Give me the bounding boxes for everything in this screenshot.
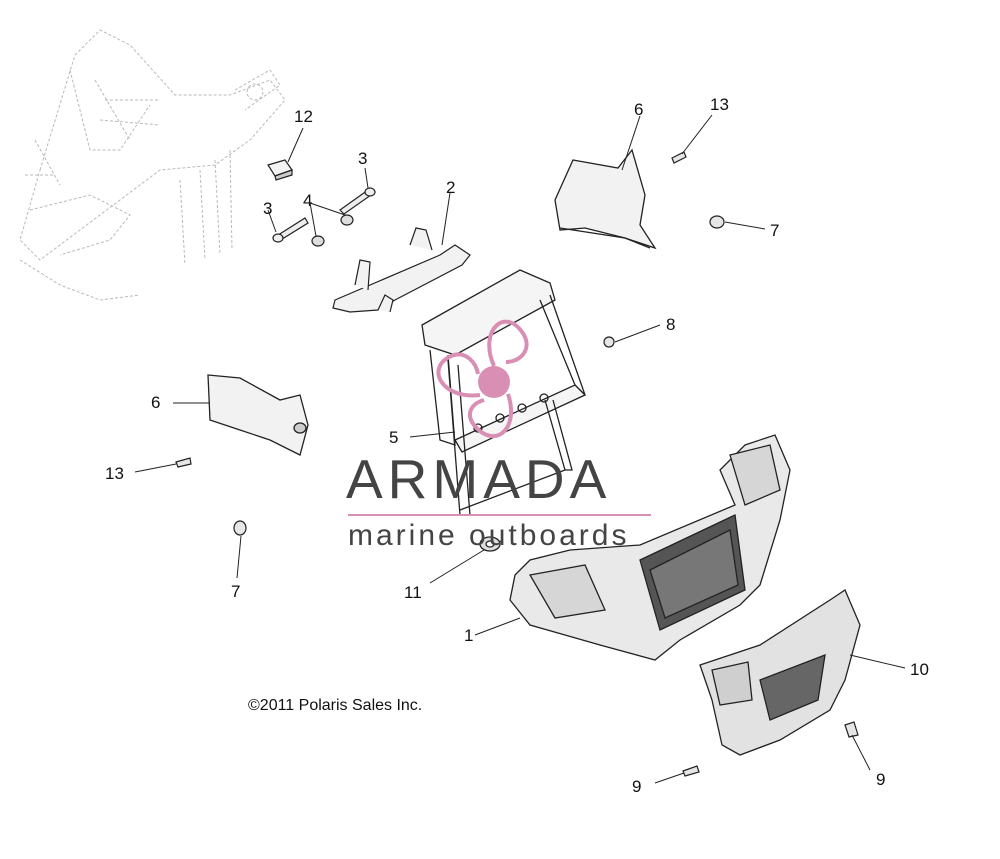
callout-4: 4 <box>303 191 313 210</box>
armada-logo-icon <box>436 319 529 439</box>
callout-7-left: 7 <box>231 582 241 601</box>
watermark-subtitle: marine outboards <box>348 519 630 552</box>
part-3-bolts <box>272 187 376 243</box>
part-2-bracket <box>332 227 471 313</box>
callout-9-left: 9 <box>632 777 642 796</box>
part-4-nuts <box>311 214 354 247</box>
callout-3a: 3 <box>263 199 273 218</box>
part-10-bumper <box>699 589 861 756</box>
callout-13-left: 13 <box>105 464 124 483</box>
part-8-fastener <box>603 336 615 348</box>
copyright-notice: ©2011 Polaris Sales Inc. <box>248 697 423 714</box>
part-13-screws <box>175 151 687 468</box>
callout-9-right: 9 <box>876 770 886 789</box>
part-7-fasteners <box>233 215 725 536</box>
callout-11: 11 <box>404 583 422 602</box>
part-6-panel-lower <box>207 374 309 456</box>
callout-3b: 3 <box>358 149 368 168</box>
callout-6-left: 6 <box>151 393 161 412</box>
callout-6-right: 6 <box>634 100 644 119</box>
part-9-screws <box>682 721 859 777</box>
callout-8: 8 <box>666 315 676 334</box>
callout-12: 12 <box>294 107 313 126</box>
part-12-block <box>267 159 293 181</box>
frame-chassis-drawing <box>19 29 286 301</box>
callout-7-right: 7 <box>770 221 780 240</box>
part-6-panel-upper <box>554 148 657 250</box>
watermark-brand-name: ARMADA <box>346 448 612 510</box>
part-11-nut <box>479 536 501 552</box>
watermark-rule <box>348 514 651 516</box>
callout-13-right: 13 <box>710 95 729 114</box>
callout-5: 5 <box>389 428 399 447</box>
callout-10: 10 <box>910 660 929 679</box>
part-1-front-cab <box>509 434 791 661</box>
callout-1: 1 <box>464 626 474 645</box>
callout-2: 2 <box>446 178 456 197</box>
leader-lines <box>134 114 906 784</box>
